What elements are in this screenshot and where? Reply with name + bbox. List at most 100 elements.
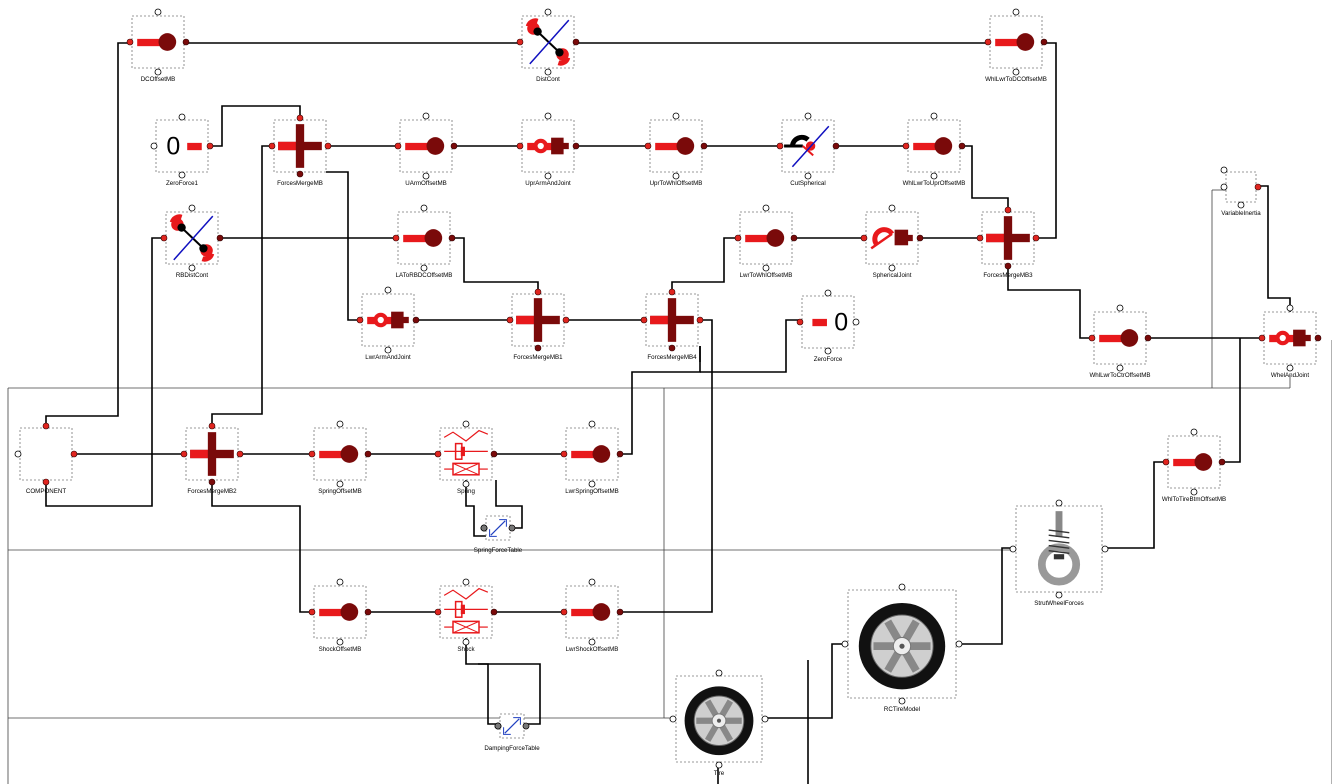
connection-wire[interactable] <box>211 145 274 428</box>
frame-connector[interactable] <box>796 318 804 326</box>
frame-connector[interactable] <box>1004 262 1012 270</box>
frame-connector[interactable] <box>616 608 624 616</box>
parameter-port[interactable] <box>1101 545 1109 553</box>
parameter-port[interactable] <box>384 346 392 354</box>
frame-connector[interactable] <box>1218 458 1226 466</box>
connection-wire[interactable] <box>1007 264 1094 339</box>
connection-wire[interactable] <box>465 480 486 537</box>
frame-connector[interactable] <box>976 234 984 242</box>
frame-connector[interactable] <box>42 478 50 486</box>
block-whljoint[interactable]: WhelAndJoint <box>1258 304 1322 379</box>
frame-connector[interactable] <box>180 450 188 458</box>
frame-connector[interactable] <box>208 422 216 430</box>
parameter-port[interactable] <box>841 640 849 648</box>
parameter-port[interactable] <box>669 715 677 723</box>
connection-wire[interactable] <box>1102 461 1168 549</box>
frame-connector[interactable] <box>394 142 402 150</box>
block-lwrarmjoint[interactable]: LwrArmAndJoint <box>356 286 420 361</box>
connection-wire[interactable] <box>700 319 802 373</box>
frame-connector[interactable] <box>160 234 168 242</box>
frame-connector[interactable] <box>562 316 570 324</box>
parameter-port[interactable] <box>462 420 470 428</box>
frame-connector[interactable] <box>958 142 966 150</box>
block-lwrshock[interactable]: LwrShockOffsetMB <box>560 578 624 653</box>
parameter-port[interactable] <box>955 640 963 648</box>
block-dampingtable[interactable]: DampingForceTable <box>484 713 540 752</box>
parameter-port[interactable] <box>804 172 812 180</box>
parameter-port[interactable] <box>336 480 344 488</box>
frame-connector[interactable] <box>506 316 514 324</box>
parameter-port[interactable] <box>672 172 680 180</box>
parameter-port[interactable] <box>544 68 552 76</box>
connection-wire[interactable] <box>478 663 541 725</box>
frame-connector[interactable] <box>1004 206 1012 214</box>
parameter-port[interactable] <box>588 578 596 586</box>
parameter-port[interactable] <box>178 171 186 179</box>
block-strut[interactable]: StrutWheelForces <box>1009 499 1109 607</box>
connection-wire[interactable] <box>1034 42 1057 239</box>
block-uarm[interactable]: UArmOffsetMB <box>394 112 458 187</box>
frame-connector[interactable] <box>42 422 50 430</box>
parameter-port[interactable] <box>898 697 906 705</box>
connection-wire[interactable] <box>326 171 362 321</box>
frame-connector[interactable] <box>516 142 524 150</box>
frame-connector[interactable] <box>1040 38 1048 46</box>
frame-connector[interactable] <box>572 142 580 150</box>
frame-connector[interactable] <box>308 450 316 458</box>
parameter-port[interactable] <box>588 480 596 488</box>
block-whllwrdc[interactable]: WhlLwrToDCOffsetMB <box>984 8 1048 83</box>
parameter-port[interactable] <box>888 264 896 272</box>
parameter-port[interactable] <box>14 450 22 458</box>
block-whllwrupr[interactable]: WhlLwrToUprOffsetMB <box>903 112 966 187</box>
block-cutsph[interactable]: CutSpherical <box>776 112 840 187</box>
parameter-port[interactable] <box>150 142 158 150</box>
frame-connector[interactable] <box>434 608 442 616</box>
connection-wire[interactable] <box>452 237 539 294</box>
frame-connector[interactable] <box>216 234 224 242</box>
parameter-port[interactable] <box>1116 304 1124 312</box>
frame-connector[interactable] <box>206 142 214 150</box>
block-fmmb3[interactable]: ForcesMergeMB3 <box>976 206 1040 279</box>
parameter-port[interactable] <box>1237 201 1245 209</box>
parameter-port[interactable] <box>544 172 552 180</box>
frame-connector[interactable] <box>392 234 400 242</box>
connection-wire[interactable] <box>45 237 166 507</box>
frame-connector[interactable] <box>790 234 798 242</box>
block-shockoff[interactable]: ShockOffsetMB <box>308 578 372 653</box>
table-port[interactable] <box>522 722 530 730</box>
connection-wire[interactable] <box>211 480 314 613</box>
connection-wire[interactable] <box>762 643 848 719</box>
frame-connector[interactable] <box>182 38 190 46</box>
block-variner[interactable]: VariableInertia <box>1220 166 1262 217</box>
frame-connector[interactable] <box>640 316 648 324</box>
frame-connector[interactable] <box>560 450 568 458</box>
parameter-port[interactable] <box>588 638 596 646</box>
frame-connector[interactable] <box>668 288 676 296</box>
frame-connector[interactable] <box>534 288 542 296</box>
frame-connector[interactable] <box>236 450 244 458</box>
table-port[interactable] <box>480 524 488 532</box>
frame-connector[interactable] <box>308 608 316 616</box>
connection-wire[interactable] <box>618 319 713 613</box>
connection-wire[interactable] <box>45 42 132 428</box>
connection-wire[interactable] <box>1256 185 1291 312</box>
frame-connector[interactable] <box>490 608 498 616</box>
parameter-port[interactable] <box>336 420 344 428</box>
frame-connector[interactable] <box>696 316 704 324</box>
parameter-port[interactable] <box>672 112 680 120</box>
frame-connector[interactable] <box>434 450 442 458</box>
frame-connector[interactable] <box>516 38 524 46</box>
parameter-port[interactable] <box>420 204 428 212</box>
parameter-port[interactable] <box>588 420 596 428</box>
frame-connector[interactable] <box>1162 458 1170 466</box>
block-latorbdc[interactable]: LAToRBDCOffsetMB <box>392 204 456 279</box>
parameter-port[interactable] <box>462 638 470 646</box>
parameter-port[interactable] <box>804 112 812 120</box>
parameter-port[interactable] <box>715 669 723 677</box>
frame-connector[interactable] <box>1258 334 1266 342</box>
block-spring[interactable]: Spring <box>434 420 498 495</box>
parameter-port[interactable] <box>1012 68 1020 76</box>
frame-connector[interactable] <box>1314 334 1322 342</box>
parameter-port[interactable] <box>1116 364 1124 372</box>
